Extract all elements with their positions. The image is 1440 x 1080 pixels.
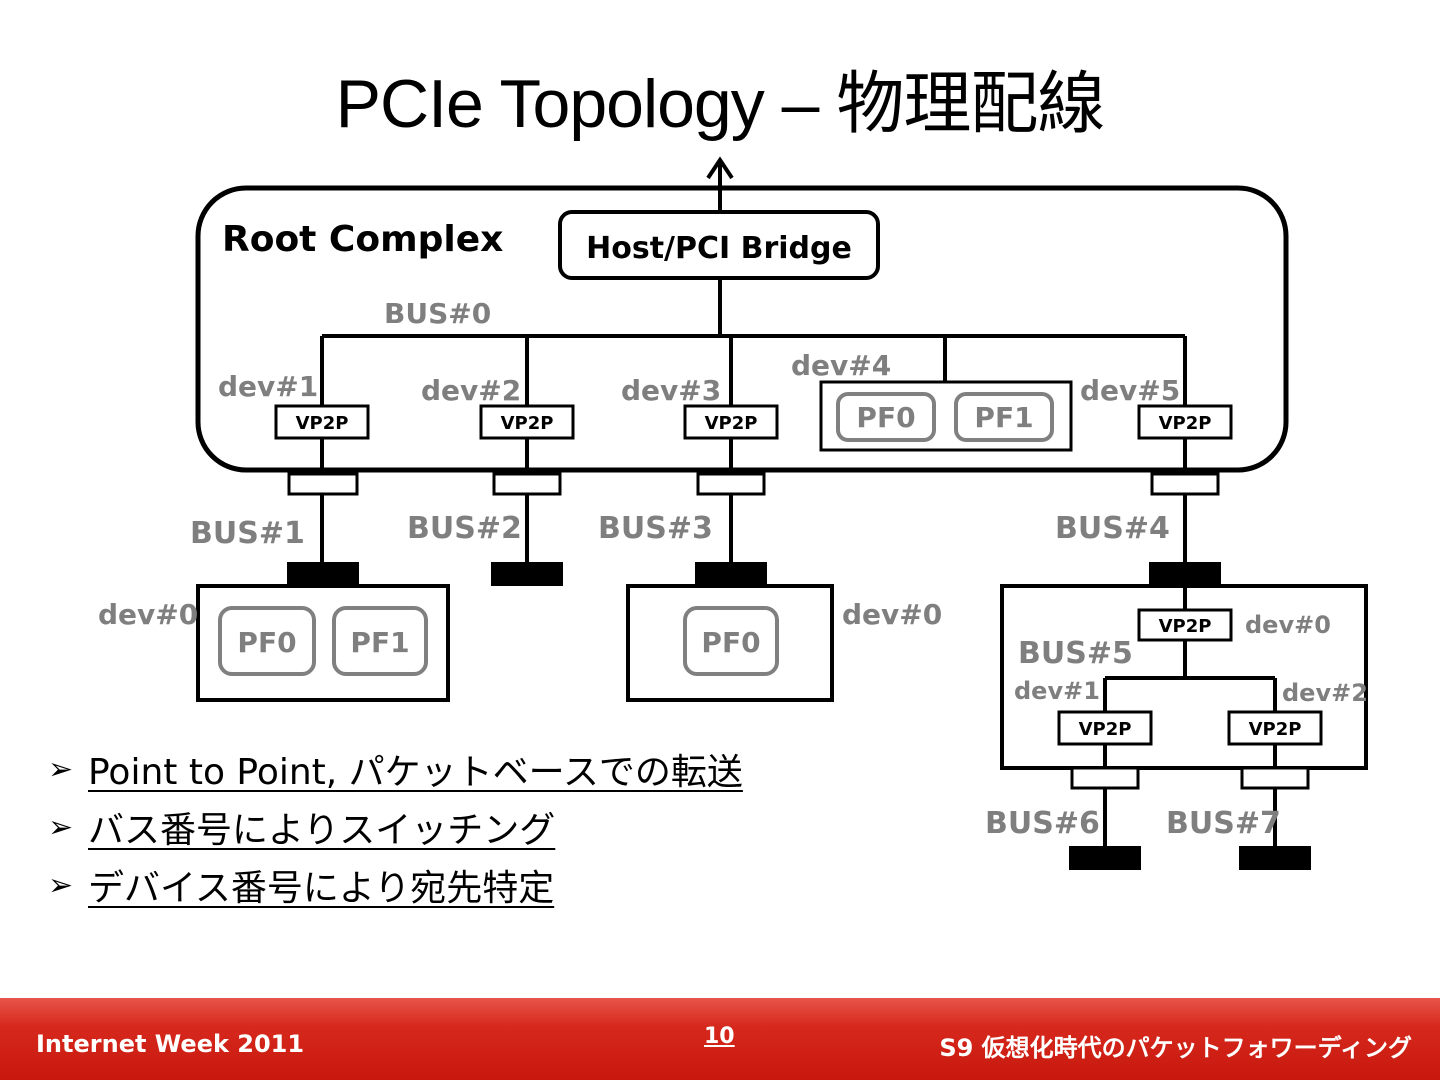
endpoint-a-pf1-label: PF1 xyxy=(350,626,409,659)
port-bus2-rc xyxy=(492,472,562,496)
host-bridge-label: Host/PCI Bridge xyxy=(586,231,852,266)
endpoint-b-pf0-label: PF0 xyxy=(701,626,760,659)
arrow-bullet-icon: ➢ xyxy=(48,809,74,845)
switch-dev1-label: dev#1 xyxy=(1014,677,1100,705)
rc-dev5-vp2p-box xyxy=(1137,404,1233,440)
rc-dev2-vp2p-label: VP2P xyxy=(501,413,554,434)
rc-dev2-label: dev#2 xyxy=(421,374,521,407)
rc-dev5-vp2p-label: VP2P xyxy=(1159,413,1212,434)
slot-bus1 xyxy=(287,562,359,586)
rc-dev4-pf1-label: PF1 xyxy=(974,401,1033,434)
rc-dev4-label: dev#4 xyxy=(791,349,891,382)
rc-dev4-pf1-box xyxy=(954,392,1054,442)
root-complex-box xyxy=(195,185,1289,473)
rc-dev1-vp2p-label: VP2P xyxy=(296,413,349,434)
port-bus4-rc xyxy=(1150,472,1220,496)
switch-dev1-vp2p-box xyxy=(1057,710,1153,746)
bus4-label: BUS#4 xyxy=(1055,511,1170,546)
bus1-label: BUS#1 xyxy=(190,516,305,551)
bullet-item: ➢ デバイス番号により宛先特定 xyxy=(48,856,743,914)
port-bus7 xyxy=(1240,766,1310,790)
slot-bus2 xyxy=(491,562,563,586)
rc-dev4-pf0-label: PF0 xyxy=(856,401,915,434)
port-bus6 xyxy=(1070,766,1140,790)
bus5-label: BUS#5 xyxy=(1018,636,1133,671)
switch-upstream-dev-label: dev#0 xyxy=(1245,611,1331,639)
rc-dev5-label: dev#5 xyxy=(1080,374,1180,407)
switch-dev2-vp2p-label: VP2P xyxy=(1249,719,1302,740)
bullet-text: バス番号によりスイッチング xyxy=(88,810,556,851)
slot-bus7 xyxy=(1239,846,1311,870)
bullet-item: ➢ Point to Point, パケットベースでの転送 xyxy=(48,740,743,798)
bus0-label: BUS#0 xyxy=(384,297,491,330)
bullet-list: ➢ Point to Point, パケットベースでの転送 ➢ バス番号によりスイッ… xyxy=(48,740,743,914)
page-number: 10 xyxy=(704,1024,735,1049)
arrow-bullet-icon: ➢ xyxy=(48,867,74,903)
endpoint-a-pf1-box xyxy=(332,606,428,676)
endpoint-a-pf0-label: PF0 xyxy=(237,626,296,659)
upstream-arrow-head xyxy=(706,156,734,180)
rc-dev1-label: dev#1 xyxy=(218,370,318,403)
endpoint-b-dev-label: dev#0 xyxy=(842,598,942,631)
footer-session-title: S9 仮想化時代のパケットフォワーディング xyxy=(939,1034,1412,1062)
bullet-item: ➢ バス番号によりスイッチング xyxy=(48,798,743,856)
footer-event-name: Internet Week 2011 xyxy=(36,1030,305,1058)
slot-bus3 xyxy=(695,562,767,586)
bus2-label: BUS#2 xyxy=(407,511,522,546)
bus6-label: BUS#6 xyxy=(985,806,1100,841)
switch-dev2-label: dev#2 xyxy=(1282,679,1368,707)
slot-bus6 xyxy=(1069,846,1141,870)
slide-title: PCIe Topology – 物理配線 xyxy=(335,66,1106,142)
endpoint-b-pf0-box xyxy=(683,606,779,676)
rc-dev3-vp2p-box xyxy=(683,404,779,440)
endpoint-a-dev-label: dev#0 xyxy=(98,598,198,631)
bullet-text: デバイス番号により宛先特定 xyxy=(88,868,555,909)
port-bus3-rc xyxy=(696,472,766,496)
port-bus1-rc xyxy=(287,472,359,496)
slot-bus4 xyxy=(1149,562,1221,586)
switch-dev1-vp2p-label: VP2P xyxy=(1079,719,1132,740)
rc-dev3-label: dev#3 xyxy=(621,374,721,407)
endpoint-b-box xyxy=(626,584,834,702)
bus3-label: BUS#3 xyxy=(598,511,713,546)
pcie-topology-diagram: Root Complex Host/PCI Bridge BUS#0 dev#1… xyxy=(98,156,1368,870)
switch-upstream-vp2p-label: VP2P xyxy=(1159,616,1212,637)
bus7-label: BUS#7 xyxy=(1166,806,1281,841)
endpoint-a-pf0-box xyxy=(218,606,316,676)
rc-dev4-pf0-box xyxy=(836,392,936,442)
root-complex-label: Root Complex xyxy=(222,219,503,260)
arrow-bullet-icon: ➢ xyxy=(48,751,74,787)
bullet-text: Point to Point, パケットベースでの転送 xyxy=(88,752,743,793)
footer-bar: Internet Week 2011 10 S9 仮想化時代のパケットフォワーデ… xyxy=(0,998,1440,1080)
rc-dev3-vp2p-label: VP2P xyxy=(705,413,758,434)
